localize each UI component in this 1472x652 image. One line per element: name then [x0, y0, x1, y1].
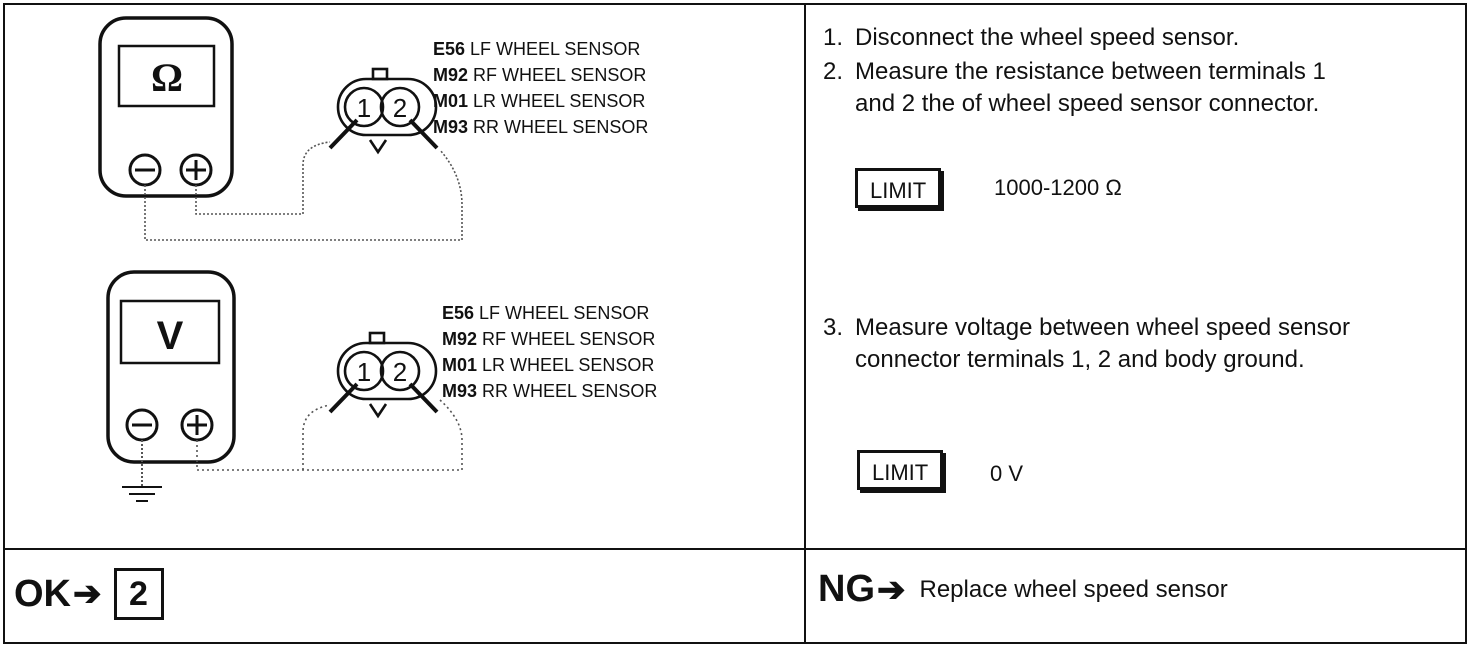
volt-symbol: V [157, 314, 184, 358]
limit-badge-2: LIMIT [857, 450, 944, 490]
sensor-label: M93 RR WHEEL SENSOR [442, 381, 658, 401]
ohmmeter [98, 16, 234, 198]
connector-top-pin2: 2 [393, 93, 407, 123]
sensor-labels-bottom: E56 LF WHEEL SENSOR M92 RF WHEEL SENSOR … [442, 300, 657, 404]
ok-result: OK ➔ 2 [14, 568, 164, 620]
connector-bottom-pin2: 2 [393, 357, 407, 387]
sensor-label: M01 LR WHEEL SENSOR [442, 355, 655, 375]
sensor-label: E56 LF WHEEL SENSOR [442, 303, 650, 323]
connector-top-pin1: 1 [357, 93, 371, 123]
arrow-right-icon: ➔ [73, 575, 102, 613]
voltmeter [106, 270, 236, 464]
limit-value-2: 0 V [990, 461, 1024, 486]
ng-result: NG ➔ Replace wheel speed sensor [818, 568, 1228, 611]
sensor-label: M92 RF WHEEL SENSOR [442, 329, 656, 349]
ok-label: OK [14, 572, 71, 615]
top-leads [144, 141, 463, 241]
sensor-label: M01 LR WHEEL SENSOR [433, 91, 646, 111]
connector-bottom [328, 331, 439, 419]
ng-action: Replace wheel speed sensor [919, 575, 1228, 603]
sensor-label: M92 RF WHEEL SENSOR [433, 65, 647, 85]
sensor-labels-top: E56 LF WHEEL SENSOR M92 RF WHEEL SENSOR … [433, 36, 648, 140]
column-divider [804, 3, 806, 644]
table-frame [3, 3, 1467, 644]
limit-value-1: 1000-1200 Ω [994, 175, 1122, 200]
arrow-right-icon: ➔ [877, 570, 906, 609]
row-divider [3, 548, 1467, 550]
sensor-label: E56 LF WHEEL SENSOR [433, 39, 641, 59]
bottom-leads [196, 399, 463, 471]
connector-top [328, 67, 439, 155]
ohm-symbol: Ω [151, 55, 183, 100]
step-3: 3.Measure voltage between wheel speed se… [823, 314, 1350, 373]
step-1: 1.Disconnect the wheel speed sensor. [823, 24, 1240, 51]
limit-badge-1: LIMIT [855, 168, 942, 208]
connector-bottom-pin1: 1 [357, 357, 371, 387]
sensor-label: M93 RR WHEEL SENSOR [433, 117, 649, 137]
ok-target-step: 2 [113, 568, 164, 620]
step-2: 2.Measure the resistance between termina… [823, 58, 1326, 117]
ground-icon [122, 440, 162, 502]
wiring-diagram: Ω 1 2 V [98, 16, 463, 502]
ng-label: NG [818, 568, 875, 610]
